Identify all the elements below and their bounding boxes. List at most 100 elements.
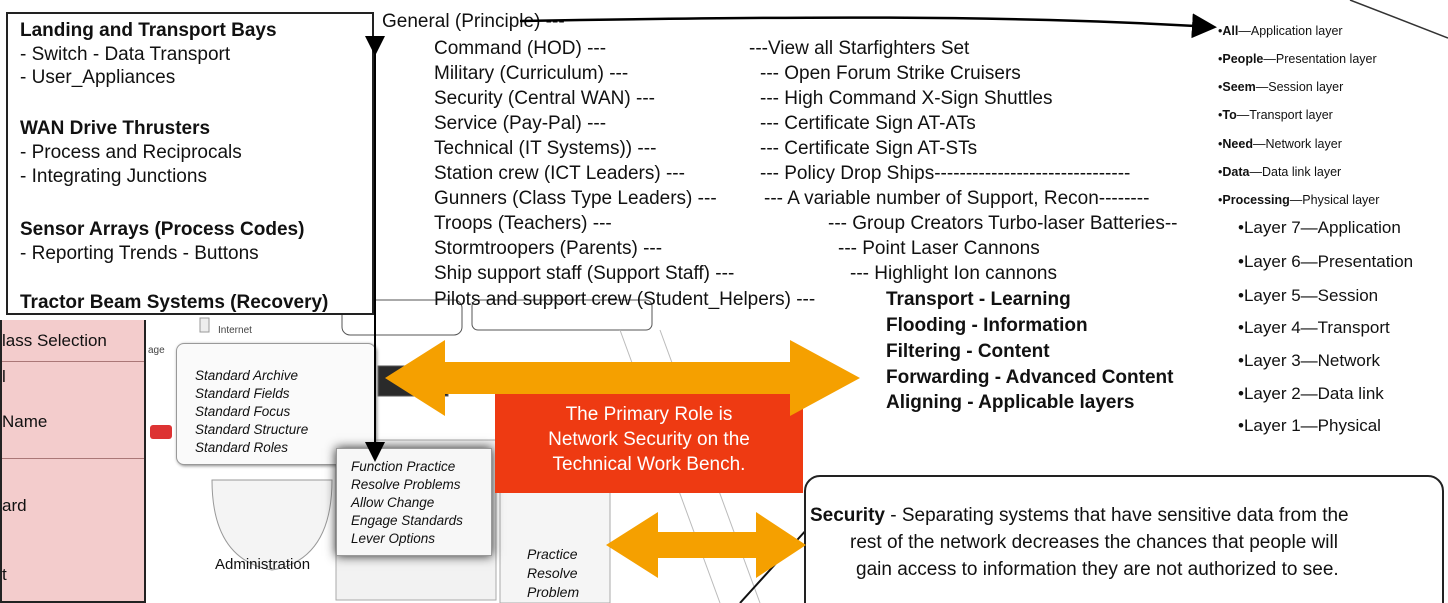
role-label: Stormtroopers (Parents) --- (434, 238, 663, 259)
sidebar-cell (2, 320, 144, 362)
security-term: Security (810, 505, 885, 526)
osi-layer: •Layer 4—Transport (1238, 318, 1390, 337)
section-item: - Reporting Trends - Buttons (20, 243, 259, 264)
mnemonic-layer: —Network layer (1252, 137, 1342, 151)
function-menu[interactable]: Function Practice Resolve Problems Allow… (336, 448, 492, 556)
mnemonic-word: Seem (1222, 80, 1256, 94)
security-line-2: rest of the network decreases the chance… (850, 532, 1338, 553)
role-label: Service (Pay-Pal) --- (434, 113, 607, 134)
hierarchy-root: General (Principle) --- (382, 11, 565, 32)
sidebar-label: l (2, 367, 6, 386)
menu-item[interactable]: Standard Roles (195, 440, 289, 455)
menu-item[interactable]: Engage Standards (351, 513, 463, 528)
section-item: - Process and Reciprocals (20, 142, 242, 163)
callout-line: Network Security on the (548, 429, 750, 450)
menu-item[interactable]: Lever Options (351, 531, 436, 546)
internet-label: Internet (218, 325, 252, 336)
osi-mnemonic-row: •People—Presentation layer (1218, 52, 1377, 66)
role-label: Ship support staff (Support Staff) --- (434, 263, 735, 284)
security-line-1: Security - Separating systems that have … (810, 505, 1349, 527)
ship-label: ---View all Starfighters Set (749, 38, 970, 59)
archive-menu[interactable]: Standard Archive Standard Fields Standar… (176, 343, 376, 465)
osi-mnemonic-row: •Need—Network layer (1218, 137, 1342, 151)
mnemonic-layer: —Data link layer (1249, 165, 1342, 179)
osi-layer: •Layer 1—Physical (1238, 416, 1381, 435)
sidebar-label: lass Selection (2, 331, 107, 350)
role-label: Security (Central WAN) --- (434, 88, 655, 109)
orange-double-arrow-top (385, 340, 860, 416)
function-label: Aligning - Applicable layers (886, 392, 1135, 413)
ship-label: --- Group Creators Turbo-laser Batteries… (828, 213, 1178, 234)
role-label: Technical (IT Systems)) --- (434, 138, 657, 159)
menu-item[interactable]: Standard Fields (195, 386, 290, 401)
osi-layer: •Layer 5—Session (1238, 286, 1379, 305)
osi-mnemonic-row: •Data—Data link layer (1218, 165, 1342, 179)
section-heading: Tractor Beam Systems (Recovery) (20, 292, 329, 313)
osi-mnemonic-row: •Seem—Session layer (1218, 80, 1344, 94)
sidebar-label: ard (2, 496, 27, 515)
menu-item[interactable]: Allow Change (351, 495, 435, 510)
sidebar-label: t (2, 565, 7, 584)
menu-item[interactable]: Standard Archive (195, 368, 299, 383)
section-heading: WAN Drive Thrusters (20, 118, 211, 139)
role-label: Pilots and support crew (Student_Helpers… (434, 289, 816, 310)
role-label: Gunners (Class Type Leaders) --- (434, 188, 717, 209)
section-heading: Landing and Transport Bays (20, 20, 277, 41)
ship-label: --- Highlight Ion cannons (850, 263, 1057, 284)
menu-item: Problem (527, 584, 580, 600)
callout-line: Technical Work Bench. (552, 454, 746, 475)
menu-item: Resolve (527, 565, 578, 581)
role-label: Military (Curriculum) --- (434, 63, 629, 84)
practice-menu: Practice Resolve Problem (527, 545, 579, 602)
mnemonic-word: Data (1222, 165, 1250, 179)
role-label: Station crew (ICT Leaders) --- (434, 163, 685, 184)
osi-layer: •Layer 6—Presentation (1238, 252, 1414, 271)
ship-label: --- Open Forum Strike Cruisers (760, 63, 1021, 84)
security-note: Security - Separating systems that have … (804, 475, 1444, 603)
menu-item[interactable]: Resolve Problems (351, 477, 461, 492)
ship-label: --- Certificate Sign AT-STs (760, 138, 978, 159)
mnemonic-word: All (1222, 24, 1239, 38)
mnemonic-word: People (1222, 52, 1264, 66)
ship-label: --- A variable number of Support, Recon-… (764, 188, 1150, 209)
callout-line: The Primary Role is (565, 404, 733, 425)
mnemonic-word: Need (1222, 137, 1253, 151)
administration-label: Administration (215, 556, 311, 573)
sidebar-divider (2, 458, 144, 459)
osi-layer: •Layer 3—Network (1238, 351, 1381, 370)
section-item: - Integrating Junctions (20, 166, 207, 187)
mnemonic-layer: —Physical layer (1289, 193, 1380, 207)
primary-role-callout: The Primary Role is Network Security on … (495, 391, 803, 493)
osi-mnemonic-row: •All—Application layer (1218, 24, 1343, 38)
osi-mnemonic-row: •Processing—Physical layer (1218, 193, 1380, 207)
mnemonic-layer: —Transport layer (1236, 108, 1333, 122)
function-label: Transport - Learning (886, 289, 1071, 310)
security-line-3: gain access to information they are not … (856, 559, 1339, 580)
partial-label: age (148, 345, 165, 356)
osi-layer: •Layer 2—Data link (1238, 384, 1384, 403)
function-label: Filtering - Content (886, 341, 1050, 362)
orange-double-arrow-bottom (606, 512, 806, 578)
security-text: - Separating systems that have sensitive… (884, 505, 1349, 526)
section-item: - Switch - Data Transport (20, 44, 231, 65)
section-heading: Sensor Arrays (Process Codes) (20, 219, 305, 240)
osi-layer: •Layer 7—Application (1238, 218, 1401, 237)
function-label: Forwarding - Advanced Content (886, 367, 1174, 388)
mnemonic-word: Processing (1222, 193, 1290, 207)
components-box: Landing and Transport Bays - Switch - Da… (6, 12, 374, 315)
menu-item: Practice (527, 546, 578, 562)
mnemonic-word: To (1222, 108, 1237, 122)
role-label: Command (HOD) --- (434, 38, 607, 59)
ship-label: --- Policy Drop Ships-------------------… (760, 163, 1131, 184)
mnemonic-layer: —Application layer (1238, 24, 1343, 38)
menu-item[interactable]: Standard Focus (195, 404, 291, 419)
mnemonic-layer: —Presentation layer (1263, 52, 1377, 66)
menu-item[interactable]: Function Practice (351, 459, 456, 474)
function-label: Flooding - Information (886, 315, 1088, 336)
osi-mnemonic-row: •To—Transport layer (1218, 108, 1333, 122)
mnemonic-layer: —Session layer (1255, 80, 1344, 94)
menu-item[interactable]: Standard Structure (195, 422, 309, 437)
section-item: - User_Appliances (20, 67, 176, 88)
